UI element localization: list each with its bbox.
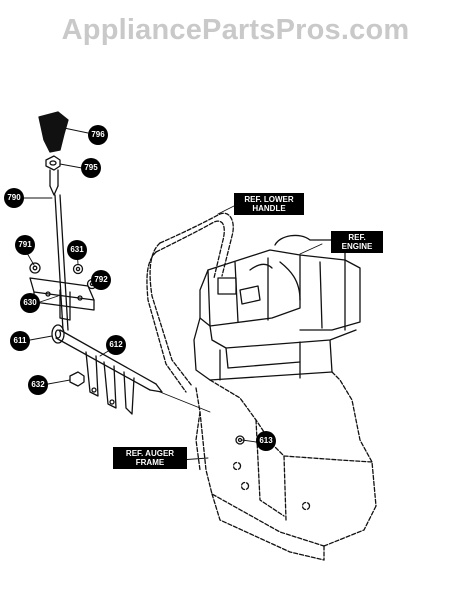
shift-shaft — [51, 324, 163, 393]
callout-792: 792 — [91, 270, 111, 290]
leader-lines — [21, 127, 323, 461]
shift-knob — [38, 111, 69, 153]
shift-arms — [85, 351, 135, 415]
small-washers — [29, 262, 98, 290]
callout-795: 795 — [81, 158, 101, 178]
lower-handle-outline — [146, 212, 234, 393]
callout-790: 790 — [4, 188, 24, 208]
callout-611: 611 — [10, 331, 30, 351]
callout-613: 613 — [256, 431, 276, 451]
callout-630: 630 — [20, 293, 40, 313]
auger-frame-outline — [195, 371, 377, 561]
callout-791: 791 — [15, 235, 35, 255]
callout-632: 632 — [28, 375, 48, 395]
hex-nut-top — [45, 155, 61, 171]
shift-rod — [49, 169, 69, 331]
ref-lower-handle-label: REF. LOWER HANDLE — [234, 193, 304, 215]
engine-outline — [193, 234, 361, 381]
callout-631: 631 — [67, 240, 87, 260]
callout-612: 612 — [106, 335, 126, 355]
small-part-613 — [235, 435, 245, 445]
watermark: AppliancePartsPros.com — [61, 14, 410, 46]
lower-nut — [69, 371, 85, 387]
ref-engine-label: REF. ENGINE — [331, 231, 383, 253]
ref-auger-frame-label: REF. AUGER FRAME — [113, 447, 187, 469]
callout-796: 796 — [88, 125, 108, 145]
